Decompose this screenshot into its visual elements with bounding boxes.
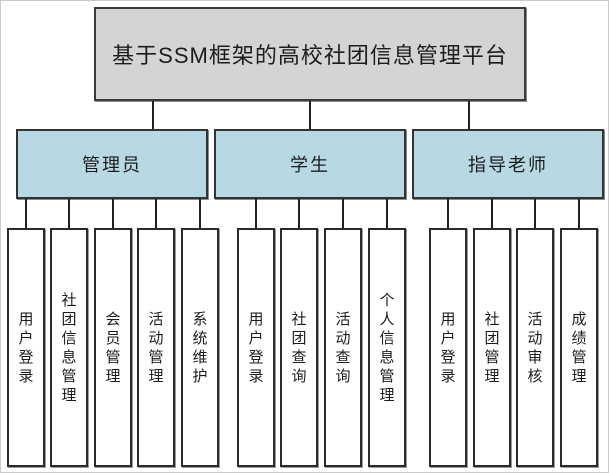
leaf-student-personal-info: 个人信息管理 xyxy=(368,228,406,467)
connector-line xyxy=(534,199,536,228)
role-box-admin: 管理员 xyxy=(16,129,208,199)
leaf-teacher-activity-review: 活动审核 xyxy=(516,228,554,467)
leaf-student-club-query: 社团查询 xyxy=(280,228,318,467)
connector-line xyxy=(342,199,344,228)
connector-line xyxy=(152,101,154,129)
role-box-student: 学生 xyxy=(214,129,406,199)
connector-line xyxy=(255,199,257,228)
role-label-admin: 管理员 xyxy=(82,155,142,175)
connector-line xyxy=(112,199,114,228)
connector-line xyxy=(68,199,70,228)
connector-line xyxy=(447,199,449,228)
connector-line xyxy=(25,199,27,228)
role-box-teacher: 指导老师 xyxy=(412,129,604,199)
leaf-teacher-club-mgmt: 社团管理 xyxy=(473,228,511,467)
role-label-student: 学生 xyxy=(290,155,330,175)
diagram-title: 基于SSM框架的高校社团信息管理平台 xyxy=(112,43,508,68)
leaf-admin-club-info-mgmt: 社团信息管理 xyxy=(50,228,88,467)
role-label-teacher: 指导老师 xyxy=(468,155,548,175)
connector-line xyxy=(298,199,300,228)
leaf-student-user-login: 用户登录 xyxy=(237,228,275,467)
leaf-admin-activity-mgmt: 活动管理 xyxy=(137,228,175,467)
leaf-student-activity-query: 活动查询 xyxy=(324,228,362,467)
connector-line xyxy=(491,199,493,228)
leaf-admin-system-maintain: 系统维护 xyxy=(181,228,219,467)
connector-line xyxy=(155,199,157,228)
connector-line xyxy=(309,101,311,129)
title-box: 基于SSM框架的高校社团信息管理平台 xyxy=(94,7,526,101)
connector-line xyxy=(199,199,201,228)
leaf-teacher-score-mgmt: 成绩管理 xyxy=(560,228,598,467)
connector-line xyxy=(578,199,580,228)
connector-line xyxy=(386,199,388,228)
leaf-admin-member-mgmt: 会员管理 xyxy=(94,228,132,467)
connector-line xyxy=(468,101,470,129)
leaf-admin-user-login: 用户登录 xyxy=(7,228,45,467)
leaf-teacher-user-login: 用户登录 xyxy=(429,228,467,467)
